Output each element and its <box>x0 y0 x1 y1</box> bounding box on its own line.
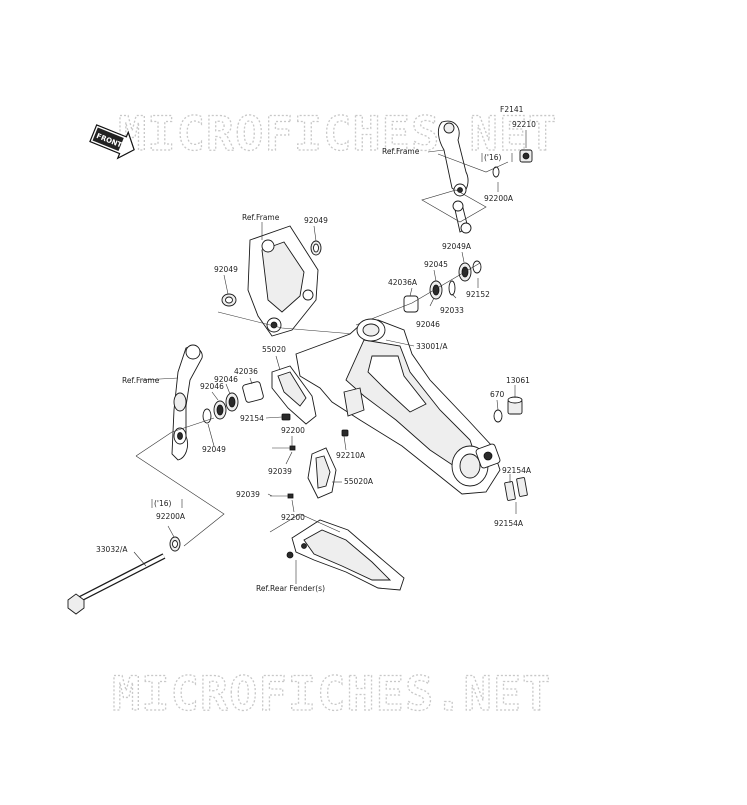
part-labels: 92210 Ref.Frame ('16) 92200A Ref.Frame 9… <box>96 120 536 593</box>
label-92045: 92045 <box>424 260 448 269</box>
leader-lines <box>133 130 527 584</box>
bushing-92210 <box>519 149 533 163</box>
collar-92200A-top <box>492 166 500 178</box>
label-33001A: 33001/A <box>416 342 448 351</box>
label-year-note-left: ('16) <box>154 499 172 508</box>
label-33032A: 33032/A <box>96 545 128 554</box>
watermark-bottom: MICROFICHES.NET <box>112 667 551 722</box>
diagram-code: F2141 <box>500 105 524 114</box>
swingarm <box>295 318 501 495</box>
label-92200-b: 92200 <box>281 513 305 522</box>
label-92046-l1: 92046 <box>214 375 238 384</box>
rear-fender-guard <box>286 519 405 591</box>
label-92049A: 92049A <box>442 242 472 251</box>
frame-bracket-upper <box>437 120 469 197</box>
label-92049-b: 92049 <box>214 265 238 274</box>
chain-slider-55020 <box>271 365 317 425</box>
label-13061: 13061 <box>506 376 530 385</box>
label-55020: 55020 <box>262 345 286 354</box>
label-92154A-a: 92154A <box>502 466 532 475</box>
label-92049-a: 92049 <box>304 216 328 225</box>
label-92154A-b: 92154A <box>494 519 524 528</box>
label-42036A: 42036A <box>388 278 418 287</box>
bearing-stack-left <box>202 381 264 424</box>
label-92210: 92210 <box>512 120 536 129</box>
seal-92049-upper <box>310 240 322 256</box>
collar-92200A-left <box>169 536 181 552</box>
label-92039-b: 92039 <box>236 490 260 499</box>
collar-670 <box>493 409 503 423</box>
bolt-92039-b <box>270 493 294 499</box>
label-92039-a: 92039 <box>268 467 292 476</box>
pivot-shaft-33032A <box>67 553 166 615</box>
label-92033: 92033 <box>440 306 464 315</box>
label-92200-a: 92200 <box>281 426 305 435</box>
lower-link-part <box>452 200 472 234</box>
label-670: 670 <box>490 390 505 399</box>
label-ref-frame-left: Ref.Frame <box>122 376 160 385</box>
bolts-92154A <box>504 477 528 501</box>
bolt-92210A <box>341 429 349 437</box>
label-42036: 42036 <box>234 367 258 376</box>
label-92152: 92152 <box>466 290 490 299</box>
label-ref-frame-upper: Ref.Frame <box>382 147 420 156</box>
label-ref-frame-top: Ref.Frame <box>242 213 280 222</box>
label-92046-l2: 92046 <box>200 382 224 391</box>
front-arrow-icon: FRONT <box>89 124 135 160</box>
label-55020A: 55020A <box>344 477 374 486</box>
label-92210A: 92210A <box>336 451 366 460</box>
label-year-note-top: ('16) <box>484 153 502 162</box>
watermark-top: MICROFICHES.NET <box>118 107 557 162</box>
label-92200A-top: 92200A <box>484 194 514 203</box>
bracket-55020A <box>307 447 337 499</box>
label-92049-l: 92049 <box>202 445 226 454</box>
bolt-92154 <box>281 413 291 421</box>
bolt-92039-a <box>272 445 296 451</box>
label-92154: 92154 <box>240 414 264 423</box>
cap-13061 <box>507 396 523 415</box>
label-ref-rear-fender: Ref.Rear Fender(s) <box>256 584 325 593</box>
label-92046-r: 92046 <box>416 320 440 329</box>
frame-plate <box>247 225 319 337</box>
seal-92049-left <box>221 293 237 307</box>
frame-bracket-left <box>171 344 203 461</box>
label-92200A-left: 92200A <box>156 512 186 521</box>
